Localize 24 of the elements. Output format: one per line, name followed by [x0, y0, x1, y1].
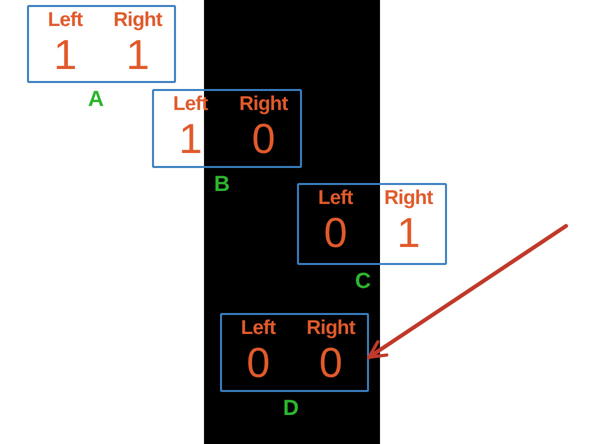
arrow — [367, 224, 568, 360]
box-letter: B — [214, 171, 230, 197]
state-box — [220, 313, 369, 392]
column-label: Left — [240, 316, 276, 340]
column-label: Right — [239, 92, 288, 116]
column-label: Right — [384, 186, 433, 210]
state-value: 0 — [319, 342, 342, 384]
state-box — [27, 5, 176, 83]
column-label: Right — [113, 8, 162, 32]
state-value: 1 — [54, 34, 77, 76]
state-box — [152, 89, 302, 168]
state-value: 1 — [178, 118, 202, 160]
column-label: Left — [48, 8, 83, 32]
state-box — [297, 183, 447, 265]
box-letter: A — [88, 86, 104, 112]
state-value: 1 — [396, 212, 420, 254]
state-value: 0 — [252, 118, 276, 160]
box-letter: D — [283, 395, 299, 421]
state-value: 0 — [246, 342, 270, 384]
column-label: Right — [306, 316, 356, 340]
state-value: 0 — [324, 212, 348, 254]
state-value: 1 — [126, 34, 150, 76]
box-letter: C — [355, 268, 371, 294]
column-label: Left — [318, 186, 353, 210]
